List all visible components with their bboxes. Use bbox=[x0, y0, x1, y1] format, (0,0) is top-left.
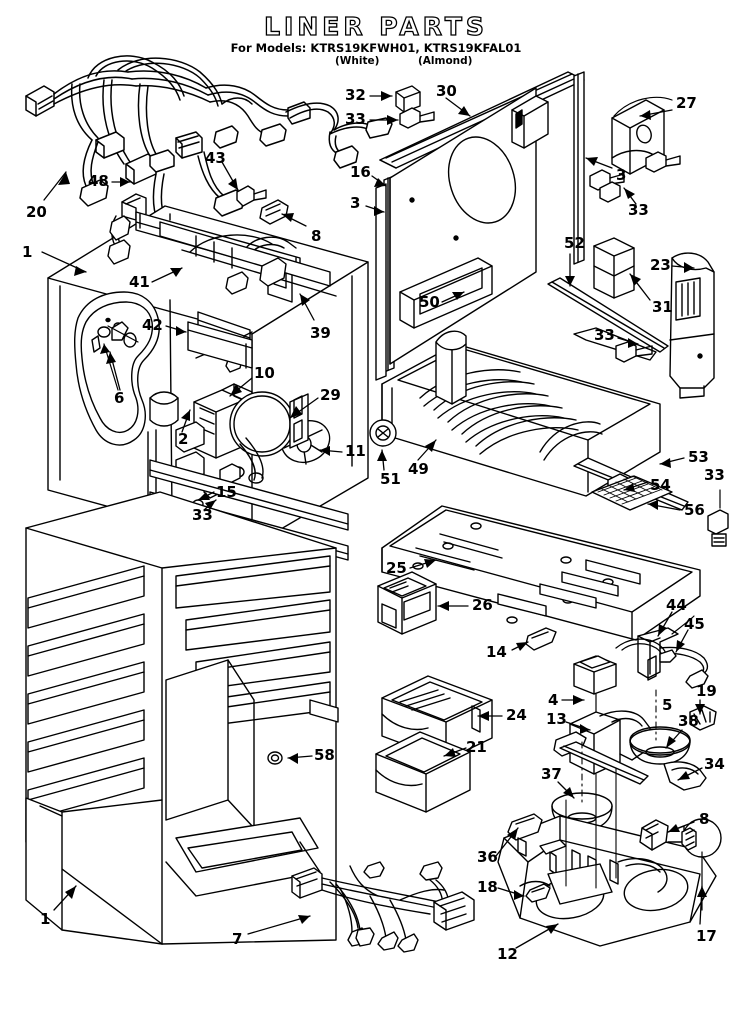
callout-29: 29 bbox=[320, 386, 341, 404]
callout-50: 50 bbox=[419, 293, 440, 311]
callout-33-base: 33 bbox=[704, 466, 725, 484]
callout-33-rod: 33 bbox=[594, 326, 615, 344]
callout-42: 42 bbox=[142, 316, 163, 334]
callout-17: 17 bbox=[696, 927, 717, 945]
callout-2: 2 bbox=[178, 430, 189, 448]
color-white-label: (White) bbox=[335, 55, 380, 67]
callout-21: 21 bbox=[466, 738, 487, 756]
callout-43: 43 bbox=[205, 149, 226, 167]
callout-52: 52 bbox=[564, 234, 585, 252]
callout-31: 31 bbox=[652, 298, 673, 316]
leader-lines bbox=[41, 91, 707, 949]
callout-53: 53 bbox=[688, 448, 709, 466]
callout-14: 14 bbox=[486, 643, 507, 661]
callout-8-lower: 8 bbox=[699, 810, 710, 828]
callout-10: 10 bbox=[254, 364, 275, 382]
callout-44: 44 bbox=[666, 596, 687, 614]
part-group-12-housing bbox=[497, 767, 722, 947]
callout-23: 23 bbox=[650, 256, 671, 274]
callout-41: 41 bbox=[129, 273, 150, 291]
model-numbers: For Models: KTRS19KFWH01, KTRS19KFAL01 bbox=[230, 41, 522, 55]
part-group-24-pan bbox=[375, 675, 493, 813]
callout-27: 27 bbox=[676, 94, 697, 112]
part-1-liner-cabinet-lower bbox=[25, 491, 339, 945]
callout-38: 38 bbox=[678, 712, 699, 730]
callout-56: 56 bbox=[684, 501, 705, 519]
callout-16: 16 bbox=[350, 163, 371, 181]
callout-20: 20 bbox=[26, 203, 47, 221]
color-variants: (White) (Almond) bbox=[0, 55, 752, 68]
callout-58: 58 bbox=[314, 746, 335, 764]
callout-37: 37 bbox=[541, 765, 562, 783]
callout-11: 11 bbox=[345, 442, 366, 460]
callout-54: 54 bbox=[650, 476, 671, 494]
callout-39: 39 bbox=[310, 324, 331, 342]
callout-49: 49 bbox=[408, 460, 429, 478]
color-almond-label: (Almond) bbox=[418, 55, 473, 67]
callout-33-panel: 33 bbox=[628, 201, 649, 219]
part-41-top-rail bbox=[107, 185, 337, 373]
callout-19: 19 bbox=[696, 682, 717, 700]
part-group-49-tray bbox=[369, 330, 661, 497]
page-title: LINER PARTS bbox=[263, 12, 488, 41]
callout-1-lower: 1 bbox=[40, 910, 51, 928]
part-group-right-trim bbox=[547, 237, 715, 399]
title-block: LINER PARTS For Models: KTRS19KFWH01, KT… bbox=[0, 12, 752, 68]
callout-30: 30 bbox=[436, 82, 457, 100]
callout-34: 34 bbox=[704, 755, 725, 773]
callout-33-top: 33 bbox=[345, 110, 366, 128]
callout-13: 13 bbox=[546, 710, 567, 728]
callout-33-fan: 33 bbox=[192, 506, 213, 524]
callout-45: 45 bbox=[684, 615, 705, 633]
callout-48: 48 bbox=[88, 172, 109, 190]
part-group-25-base-plate bbox=[381, 457, 729, 641]
part-7-wiring-harness-lower bbox=[291, 861, 475, 953]
callout-7: 7 bbox=[232, 930, 243, 948]
callout-6: 6 bbox=[114, 389, 125, 407]
part-26-control-box bbox=[377, 571, 437, 635]
callout-32: 32 bbox=[345, 86, 366, 104]
callout-1-upper: 1 bbox=[22, 243, 33, 261]
part-6-air-duct-panel bbox=[73, 291, 160, 446]
part-group-icemaker bbox=[551, 638, 717, 831]
callout-15: 15 bbox=[216, 483, 237, 501]
callout-26: 26 bbox=[472, 596, 493, 614]
callout-25: 25 bbox=[386, 559, 407, 577]
callout-3-left: 3 bbox=[350, 194, 361, 212]
part-group-44-linkage bbox=[637, 615, 709, 689]
callout-4: 4 bbox=[548, 691, 559, 709]
callout-18: 18 bbox=[477, 878, 498, 896]
callout-36: 36 bbox=[477, 848, 498, 866]
callout-51: 51 bbox=[380, 470, 401, 488]
callout-8-upper: 8 bbox=[311, 227, 322, 245]
callout-12: 12 bbox=[497, 945, 518, 963]
callout-5: 5 bbox=[662, 696, 673, 714]
callout-3-right: 3 bbox=[616, 166, 627, 184]
part-14-clip bbox=[525, 627, 557, 651]
callout-24: 24 bbox=[506, 706, 527, 724]
part-42-panel bbox=[187, 321, 253, 369]
part-group-rear-panel bbox=[375, 71, 681, 381]
